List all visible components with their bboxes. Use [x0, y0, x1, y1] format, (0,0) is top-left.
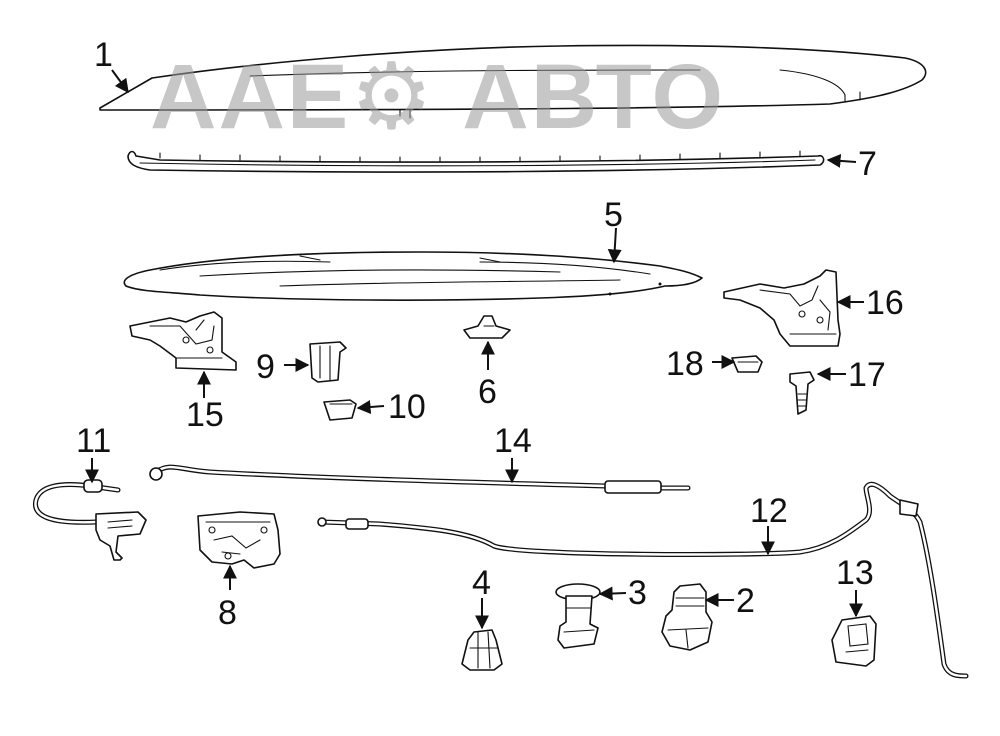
callout-18: 18	[666, 345, 704, 383]
watermark: ААЕ⚙ АВТО	[150, 46, 725, 148]
callout-13: 13	[836, 554, 874, 592]
part-7-hood-seal	[127, 150, 825, 173]
callout-4: 4	[472, 564, 491, 602]
callout-14: 14	[494, 422, 532, 460]
callout-1: 1	[94, 36, 113, 74]
callout-17: 17	[848, 356, 886, 394]
callout-15: 15	[186, 396, 224, 434]
part-16-right-hinge	[723, 269, 841, 347]
callout-10: 10	[388, 388, 426, 426]
callout-5: 5	[604, 196, 623, 234]
part-12-release-cable	[317, 481, 969, 679]
part-11-release-handle	[32, 479, 147, 561]
part-14-prop-rod	[149, 464, 691, 494]
callout-8: 8	[218, 594, 237, 632]
part-18-nut	[731, 355, 763, 373]
callout-9: 9	[256, 348, 275, 386]
part-2-bumper-stop	[661, 583, 713, 651]
callout-6: 6	[478, 373, 497, 411]
callout-3: 3	[628, 574, 647, 612]
part-3-bumper-adjuster	[555, 583, 601, 649]
part-10-grommet	[323, 399, 357, 421]
part-15-left-hinge	[129, 311, 237, 371]
callout-7: 7	[858, 145, 877, 183]
part-5-hood-insulator	[123, 251, 703, 301]
callout-11: 11	[76, 422, 111, 460]
callout-2: 2	[736, 582, 755, 620]
part-13-bracket	[831, 615, 877, 667]
watermark-text: ААЕ⚙ АВТО	[150, 46, 725, 148]
part-1-hood-panel	[99, 44, 927, 119]
callout-16: 16	[866, 284, 904, 322]
callout-numbers: 1 7 5 16 9 18 17 6 10 15 11 14 12 13 4 3…	[76, 36, 904, 632]
part-17-bolt	[789, 371, 815, 415]
part-6-push-retainer	[463, 315, 511, 339]
leader-lines	[85, 69, 864, 630]
part-4-bumper	[461, 629, 503, 671]
part-9-clip	[309, 341, 347, 383]
callout-12: 12	[750, 492, 788, 530]
part-8-hood-latch	[197, 511, 281, 569]
